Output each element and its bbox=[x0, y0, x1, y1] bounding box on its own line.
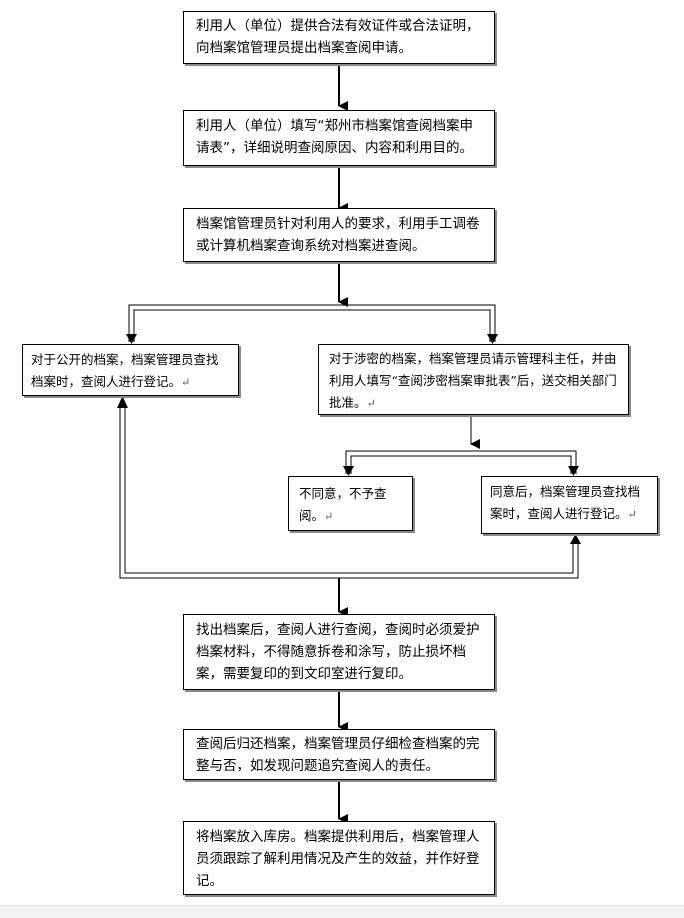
step-read-text: 找出档案后，查阅人进行查阅，查阅时必须爱护档案材料，不得随意拆卷和涂写，防止损坏… bbox=[196, 622, 480, 682]
step-return-text: 查阅后归还档案，档案管理员仔细检查档案的完整与否，如发现问题追究查阅人的责任。 bbox=[196, 736, 480, 774]
return-mark: ↵ bbox=[181, 376, 191, 389]
return-mark: ↵ bbox=[366, 397, 376, 410]
return-mark: ↵ bbox=[324, 510, 334, 523]
merge-branch-lines bbox=[119, 404, 579, 579]
step-apply-text: 利用人（单位）提供合法有效证件或合法证明，向档案馆管理员提出档案查阅申请。 bbox=[196, 18, 480, 56]
subsplit-branch-lines bbox=[345, 450, 577, 474]
arrowhead-approved bbox=[568, 466, 579, 476]
step-apply-box: 利用人（单位）提供合法有效证件或合法证明，向档案馆管理员提出档案查阅申请。 bbox=[183, 11, 495, 64]
step-fill-form-box: 利用人（单位）填写“郑州市档案馆查阅档案申请表”，详细说明查阅原因、内容和利用目… bbox=[183, 110, 495, 166]
branch-public-box: 对于公开的档案，档案管理员查找档案时，查阅人进行登记。↵ bbox=[22, 344, 239, 396]
approved-box: 同意后，档案管理员查找档案时，查阅人进行登记。↵ bbox=[481, 476, 658, 534]
step-read-box: 找出档案后，查阅人进行查阅，查阅时必须爱护档案材料，不得随意拆卷和涂写，防止损坏… bbox=[183, 614, 495, 690]
arrowhead-denied bbox=[343, 466, 354, 476]
step-return-box: 查阅后归还档案，档案管理员仔细检查档案的完整与否，如发现问题追究查阅人的责任。 bbox=[183, 729, 495, 780]
step-store-box: 将档案放入库房。档案提供利用后，档案管理人员须跟踪了解利用情况及产生的效益，并作… bbox=[183, 821, 495, 895]
return-mark: ↵ bbox=[627, 508, 637, 521]
arrowhead-merge-approved bbox=[570, 534, 581, 544]
branch-secret-box: 对于涉密的档案，档案管理员请示管理科主任，并由利用人填写“查阅涉密档案审批表”后… bbox=[318, 344, 629, 415]
step-retrieve-text: 档案馆管理员针对利用人的要求，利用手工调卷或计算机档案查询系统对档案进查阅。 bbox=[196, 216, 480, 254]
split-branch-lines bbox=[128, 304, 496, 342]
page-bottom-strip bbox=[0, 905, 684, 918]
step-retrieve-box: 档案馆管理员针对利用人的要求，利用手工调卷或计算机档案查询系统对档案进查阅。 bbox=[183, 208, 495, 262]
arrowhead-public bbox=[126, 334, 137, 344]
branch-secret-text: 对于涉密的档案，档案管理员请示管理科主任，并由利用人填写“查阅涉密档案审批表”后… bbox=[329, 351, 617, 410]
arrowhead-secret bbox=[487, 334, 498, 344]
branch-public-text: 对于公开的档案，档案管理员查找档案时，查阅人进行登记。 bbox=[31, 352, 219, 389]
step-fill-form-text: 利用人（单位）填写“郑州市档案馆查阅档案申请表”，详细说明查阅原因、内容和利用目… bbox=[196, 118, 473, 156]
arrowhead-merge-public bbox=[117, 396, 128, 408]
approved-text: 同意后，档案管理员查找档案时，查阅人进行登记。 bbox=[490, 484, 641, 521]
step-store-text: 将档案放入库房。档案提供利用后，档案管理人员须跟踪了解利用情况及产生的效益，并作… bbox=[196, 829, 480, 889]
denied-text: 不同意，不予查阅。 bbox=[299, 486, 387, 523]
denied-box: 不同意，不予查阅。↵ bbox=[288, 476, 413, 531]
